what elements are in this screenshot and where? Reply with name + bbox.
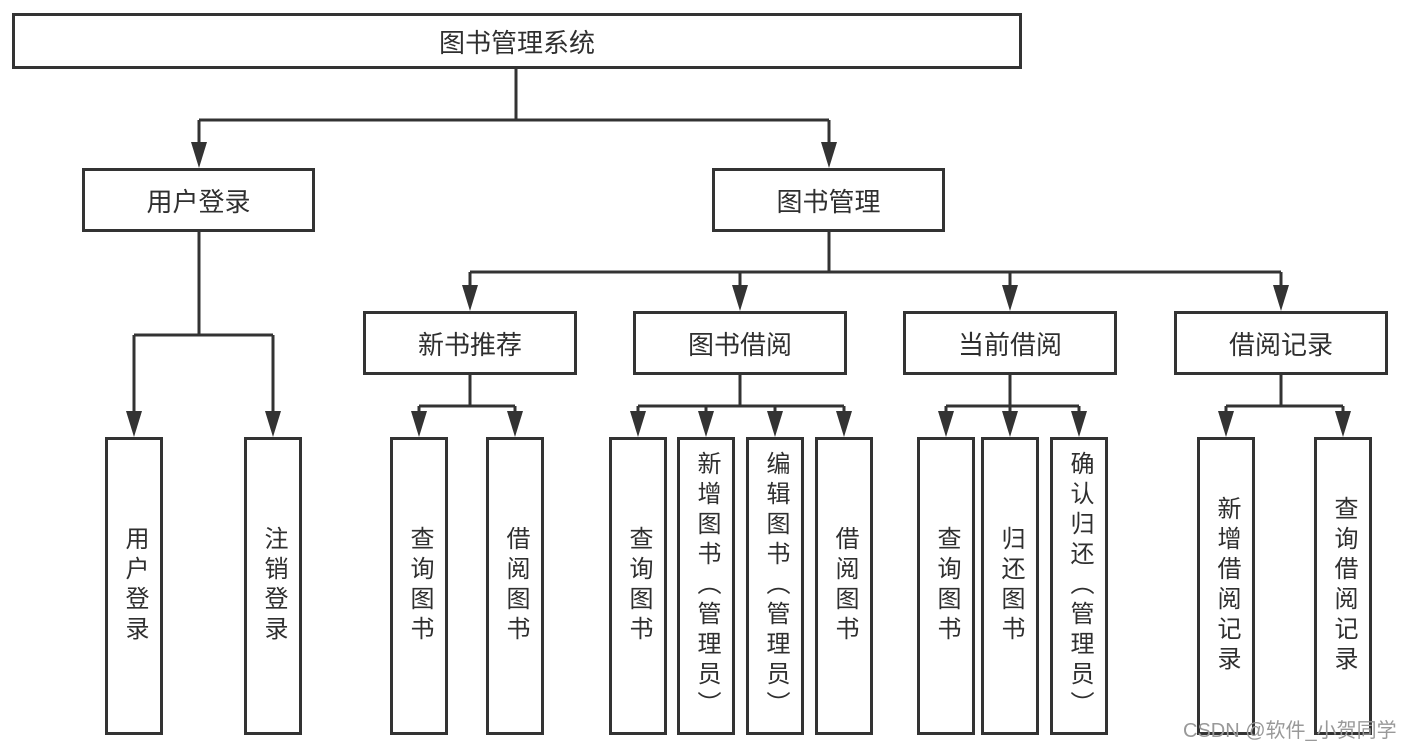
leaf-current-return-books-label: 归还图书	[997, 526, 1024, 646]
leaf-newbook-borrow-books: 借阅图书	[486, 437, 544, 735]
node-borrow-record: 借阅记录	[1174, 311, 1388, 375]
leaf-record-query-borrow-record: 查询借阅记录	[1314, 437, 1372, 735]
leaf-borrow-add-books-admin: 新增图书（管理员）	[677, 437, 735, 735]
node-current-borrow-label: 当前借阅	[957, 329, 1062, 360]
borrow-record-branch-connector	[1218, 373, 1351, 437]
node-new-book-recommend-label: 新书推荐	[417, 329, 522, 360]
leaf-borrow-borrow-books-label: 借阅图书	[831, 526, 858, 646]
node-borrow-record-label: 借阅记录	[1228, 329, 1333, 360]
node-user-login: 用户登录	[82, 168, 315, 232]
book-management-branch-connector	[462, 231, 1289, 311]
node-book-management: 图书管理	[712, 168, 945, 232]
leaf-logout-login-label: 注销登录	[260, 526, 287, 646]
leaf-record-query-borrow-record-label: 查询借阅记录	[1330, 496, 1357, 676]
csdn-watermark: CSDN @软件_小贺同学	[1183, 720, 1397, 742]
leaf-newbook-query-books: 查询图书	[390, 437, 448, 735]
leaf-record-add-borrow-record-label: 新增借阅记录	[1213, 496, 1240, 676]
leaf-borrow-borrow-books: 借阅图书	[815, 437, 873, 735]
leaf-current-return-books: 归还图书	[981, 437, 1039, 735]
node-library-management-system: 图书管理系统	[12, 13, 1022, 69]
leaf-borrow-add-books-admin-label: 新增图书（管理员）	[693, 451, 720, 721]
node-new-book-recommend: 新书推荐	[363, 311, 577, 375]
leaf-borrow-query-books-label: 查询图书	[625, 526, 652, 646]
leaf-borrow-edit-books-admin-label: 编辑图书（管理员）	[762, 451, 789, 721]
leaf-newbook-borrow-books-label: 借阅图书	[502, 526, 529, 646]
leaf-logout-login: 注销登录	[244, 437, 302, 735]
node-book-borrow-label: 图书借阅	[687, 329, 792, 360]
node-current-borrow: 当前借阅	[903, 311, 1117, 375]
leaf-user-login-label: 用户登录	[121, 526, 148, 646]
leaf-current-confirm-return-admin-label: 确认归还（管理员）	[1066, 451, 1093, 721]
root-branch-connector	[191, 67, 837, 168]
book-borrow-branch-connector	[630, 373, 852, 437]
node-user-login-label: 用户登录	[146, 186, 251, 217]
node-book-management-label: 图书管理	[776, 186, 881, 217]
new-book-branch-connector	[411, 373, 523, 437]
leaf-record-add-borrow-record: 新增借阅记录	[1197, 437, 1255, 735]
user-login-branch-connector	[126, 231, 281, 437]
leaf-current-query-books: 查询图书	[917, 437, 975, 735]
leaf-newbook-query-books-label: 查询图书	[406, 526, 433, 646]
node-library-management-system-label: 图书管理系统	[438, 27, 595, 58]
node-book-borrow: 图书借阅	[633, 311, 847, 375]
leaf-borrow-edit-books-admin: 编辑图书（管理员）	[746, 437, 804, 735]
leaf-current-confirm-return-admin: 确认归还（管理员）	[1050, 437, 1108, 735]
leaf-current-query-books-label: 查询图书	[933, 526, 960, 646]
current-borrow-branch-connector	[938, 373, 1087, 437]
leaf-borrow-query-books: 查询图书	[609, 437, 667, 735]
leaf-user-login: 用户登录	[105, 437, 163, 735]
